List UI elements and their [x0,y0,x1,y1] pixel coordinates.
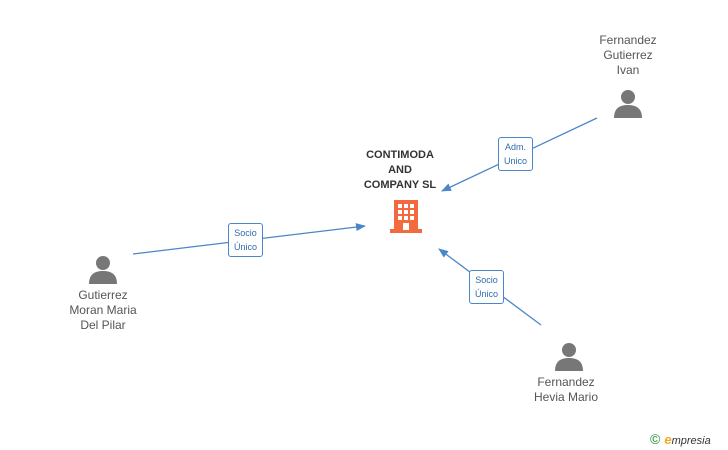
brand-name: empresia [664,431,711,447]
person-name-gutierrez-moran-maria-del-pilar[interactable]: Gutierrez Moran Maria Del Pilar [69,288,137,332]
person-name-fernandez-hevia-mario[interactable]: Fernandez Hevia Mario [533,375,599,404]
relation-label-socio-unico: Socio Único [469,270,505,304]
building-icon[interactable] [389,198,423,234]
copyright-icon: © [650,431,661,447]
brand-logo: © empresia [650,430,711,448]
person-icon[interactable] [554,341,584,371]
relation-label-adm-unico: Adm. Unico [498,137,534,171]
relation-label-socio-unico: Socio Único [228,223,264,257]
company-name[interactable]: CONTIMODA AND COMPANY SL [363,149,437,191]
person-icon[interactable] [88,254,118,284]
person-icon[interactable] [613,88,643,118]
person-name-fernandez-gutierrez-ivan[interactable]: Fernandez Gutierrez Ivan [599,33,657,77]
